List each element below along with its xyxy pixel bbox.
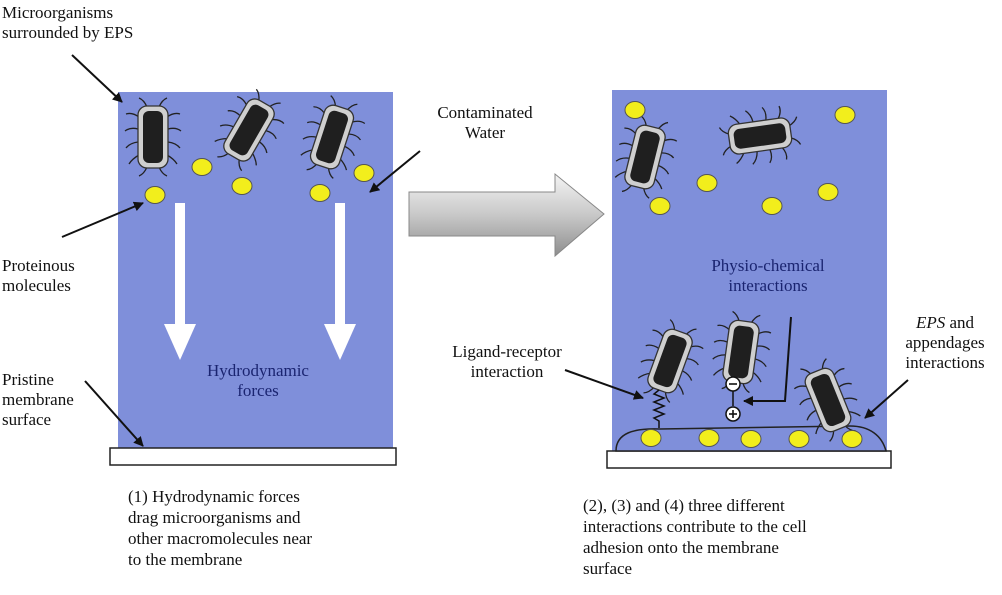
label-eps-line-2: appendages: [905, 333, 985, 352]
label-pristine-line-3: surface: [2, 410, 52, 429]
right-protein-cake-3: [740, 430, 762, 448]
caption-left-line-2: drag microorganisms and: [128, 508, 301, 527]
label-microorganisms: Microorganisms surrounded by EPS: [2, 3, 133, 43]
caption-left-line-1: (1) Hydrodynamic forces: [128, 487, 300, 506]
ligand-receptor-spring: [651, 389, 667, 428]
caption-left-line-4: to the membrane: [128, 550, 243, 569]
label-ligand-receptor: Ligand-receptor interaction: [432, 342, 582, 382]
caption-right: (2), (3) and (4) three different interac…: [583, 495, 893, 579]
label-microorganisms-line-2: surrounded by EPS: [2, 23, 134, 42]
label-pristine-membrane: Pristine membrane surface: [2, 370, 74, 430]
label-contaminated-line-2: Water: [464, 123, 506, 142]
caption-right-line-4: surface: [583, 559, 633, 578]
right-protein-6: [761, 197, 783, 215]
caption-left: (1) Hydrodynamic forces drag microorgani…: [128, 486, 418, 570]
left-flow-arrow-1: [164, 203, 196, 360]
left-protein-3: [231, 177, 253, 195]
caption-left-line-3: other macromolecules near: [128, 529, 313, 548]
label-eps-italic: EPS: [915, 313, 946, 332]
transition-arrow: [408, 172, 605, 258]
pointer-arrows-left: [61, 54, 421, 447]
right-protein-cake-4: [788, 430, 810, 448]
label-microorganisms-line-1: Microorganisms: [2, 3, 114, 22]
left-protein-4: [309, 184, 331, 202]
left-protein-1: [144, 186, 166, 204]
caption-right-line-2: interactions contribute to the cell: [583, 517, 807, 536]
right-protein-1: [624, 101, 646, 119]
left-flow-arrow-2: [324, 203, 356, 360]
label-physio-chemical: Physio-chemical interactions: [688, 256, 848, 296]
label-proteinous-line-2: molecules: [2, 276, 71, 295]
right-membrane-surface: [606, 450, 892, 469]
pointer-arrows-right: [564, 316, 909, 419]
label-physio-line-1: Physio-chemical: [711, 256, 825, 275]
right-protein-4: [817, 183, 839, 201]
label-ligand-line-2: interaction: [470, 362, 544, 381]
label-eps-rest: and: [945, 313, 975, 332]
label-eps-line-1: EPS and: [893, 313, 997, 333]
right-protein-2: [834, 106, 856, 124]
label-eps-appendages: EPS and appendages interactions: [893, 313, 997, 373]
caption-right-line-1: (2), (3) and (4) three different: [583, 496, 785, 515]
label-contaminated-line-1: Contaminated: [437, 103, 533, 122]
right-protein-5: [649, 197, 671, 215]
label-proteinous-line-1: Proteinous: [2, 256, 75, 275]
label-hydro-line-2: forces: [237, 381, 279, 400]
left-membrane-surface: [109, 447, 397, 466]
label-pristine-line-2: membrane: [2, 390, 74, 409]
label-hydrodynamic-forces: Hydrodynamic forces: [188, 361, 328, 401]
left-protein-2: [191, 158, 213, 176]
right-protein-3: [696, 174, 718, 192]
label-eps-line-3: interactions: [905, 353, 985, 372]
right-protein-cake-2: [698, 429, 720, 447]
label-contaminated-water: Contaminated Water: [420, 103, 550, 143]
left-protein-5: [353, 164, 375, 182]
label-pristine-line-1: Pristine: [2, 370, 54, 389]
right-protein-cake-1: [640, 429, 662, 447]
label-ligand-line-1: Ligand-receptor: [452, 342, 562, 361]
right-protein-cake-5: [841, 430, 863, 448]
label-physio-line-2: interactions: [728, 276, 808, 295]
label-proteinous-molecules: Proteinous molecules: [2, 256, 75, 296]
label-hydro-line-1: Hydrodynamic: [207, 361, 309, 380]
caption-right-line-3: adhesion onto the membrane: [583, 538, 779, 557]
